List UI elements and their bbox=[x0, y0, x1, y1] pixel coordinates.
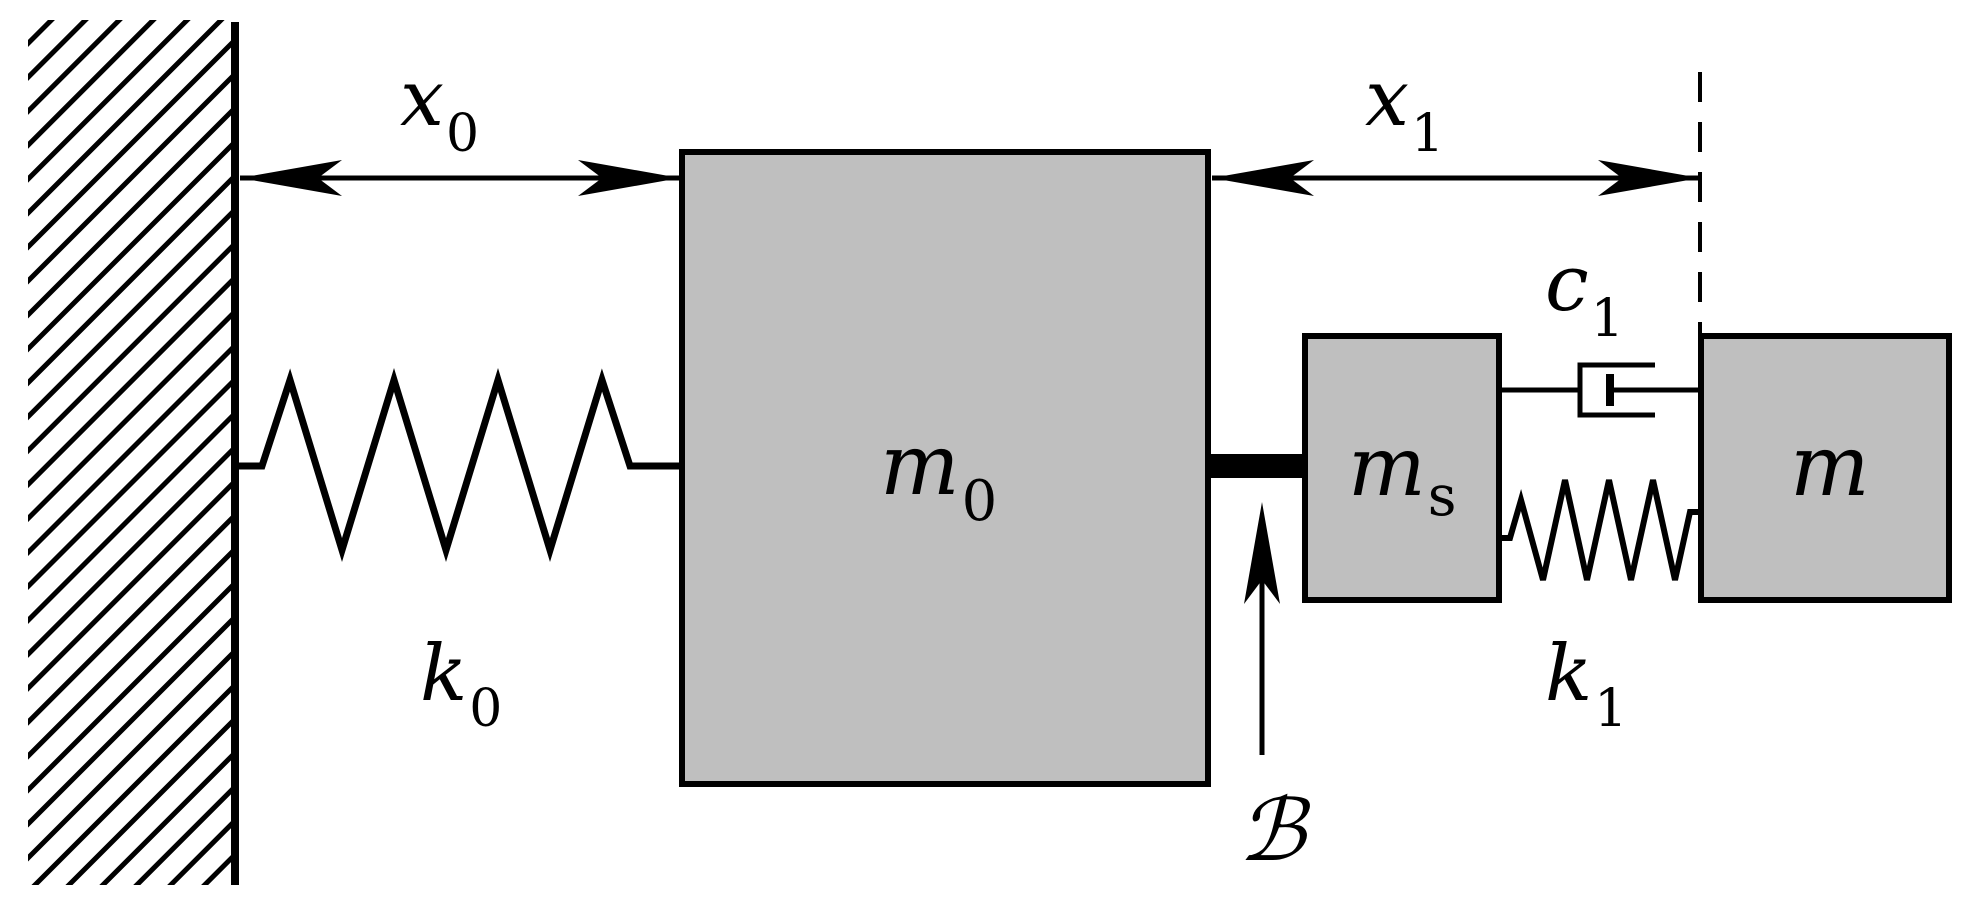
k1-label: k1 bbox=[1545, 629, 1627, 739]
x0-arrowhead-right bbox=[578, 160, 680, 196]
ms-label: ms bbox=[1348, 420, 1457, 529]
mass-m0 bbox=[679, 149, 1211, 787]
m0-label: m0 bbox=[880, 416, 997, 534]
m-label: m bbox=[1790, 417, 1870, 515]
fixed-wall bbox=[28, 20, 239, 885]
x1-arrowhead-left bbox=[1212, 160, 1314, 196]
damper-c1 bbox=[1500, 362, 1700, 418]
x0-arrowhead-left bbox=[240, 160, 342, 196]
c1-label: c1 bbox=[1545, 239, 1624, 349]
mass-m bbox=[1698, 333, 1952, 603]
input-arrowhead bbox=[1244, 502, 1280, 604]
mass-ms bbox=[1302, 333, 1502, 603]
x1-arrowhead-right bbox=[1598, 160, 1700, 196]
input-arrow-b bbox=[1244, 502, 1280, 755]
spring-k0 bbox=[235, 368, 680, 562]
k0-label: k0 bbox=[420, 629, 502, 739]
spring-k1 bbox=[1500, 479, 1700, 581]
x1-dimension-arrow bbox=[1212, 160, 1700, 196]
rigid-connector bbox=[1208, 454, 1304, 478]
damper-cylinder bbox=[1577, 362, 1655, 418]
wall-hatching bbox=[28, 20, 232, 885]
b-label: ℬ bbox=[1238, 781, 1311, 881]
x0-dimension-arrow bbox=[240, 160, 680, 196]
x1-label: x1 bbox=[1365, 54, 1444, 164]
x0-label: x0 bbox=[400, 54, 479, 164]
